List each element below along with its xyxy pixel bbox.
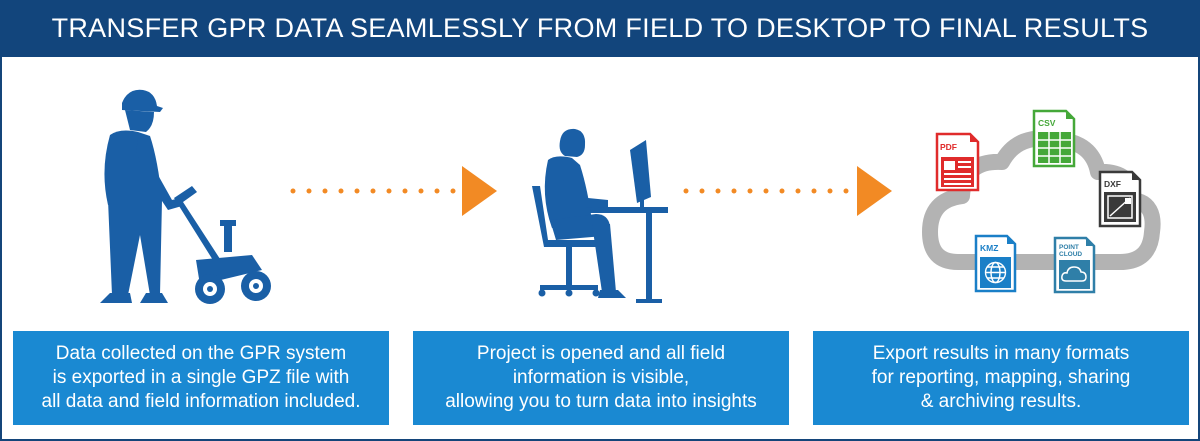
pdf-file-icon: [935, 132, 980, 192]
caption-line: Project is opened and all field: [476, 343, 726, 364]
caption-line: is exported in a single GPZ file with: [52, 367, 350, 388]
banner: TRANSFER GPR DATA SEAMLESSLY FROM FIELD …: [0, 0, 1200, 57]
caption-field: Data collected on the GPR system is expo…: [13, 331, 389, 425]
point-cloud-label-2: CLOUD: [1059, 251, 1082, 258]
workflow-illustration: PDF CSV DXF KM: [100, 89, 1161, 304]
csv-file-icon: [1032, 109, 1076, 168]
caption-line: & archiving results.: [920, 391, 1082, 412]
dxf-file-icon: [1098, 170, 1142, 228]
caption-results: Export results in many formats for repor…: [813, 331, 1189, 425]
point-cloud-file-icon: [1053, 236, 1096, 294]
caption-desktop: Project is opened and all field informat…: [413, 331, 789, 425]
caption-line: Data collected on the GPR system: [55, 343, 347, 364]
pdf-label: PDF: [940, 142, 957, 152]
dotted-arrow-icon: [683, 166, 892, 216]
dxf-label: DXF: [1104, 179, 1121, 189]
caption-line: for reporting, mapping, sharing: [871, 367, 1131, 388]
kmz-file-icon: [974, 234, 1017, 293]
caption-line: information is visible,: [512, 367, 690, 388]
dotted-arrow-icon: [290, 166, 497, 216]
person-at-computer-icon: [532, 128, 668, 303]
caption-line: allowing you to turn data into insights: [445, 391, 757, 412]
kmz-label: KMZ: [980, 243, 998, 253]
point-cloud-label-1: POINT: [1059, 244, 1079, 251]
caption-line: Export results in many formats: [872, 343, 1130, 364]
csv-label: CSV: [1038, 118, 1056, 128]
worker-with-gpr-cart-icon: [100, 89, 271, 304]
banner-title: TRANSFER GPR DATA SEAMLESSLY FROM FIELD …: [51, 13, 1149, 43]
caption-line: all data and field information included.: [41, 391, 361, 412]
